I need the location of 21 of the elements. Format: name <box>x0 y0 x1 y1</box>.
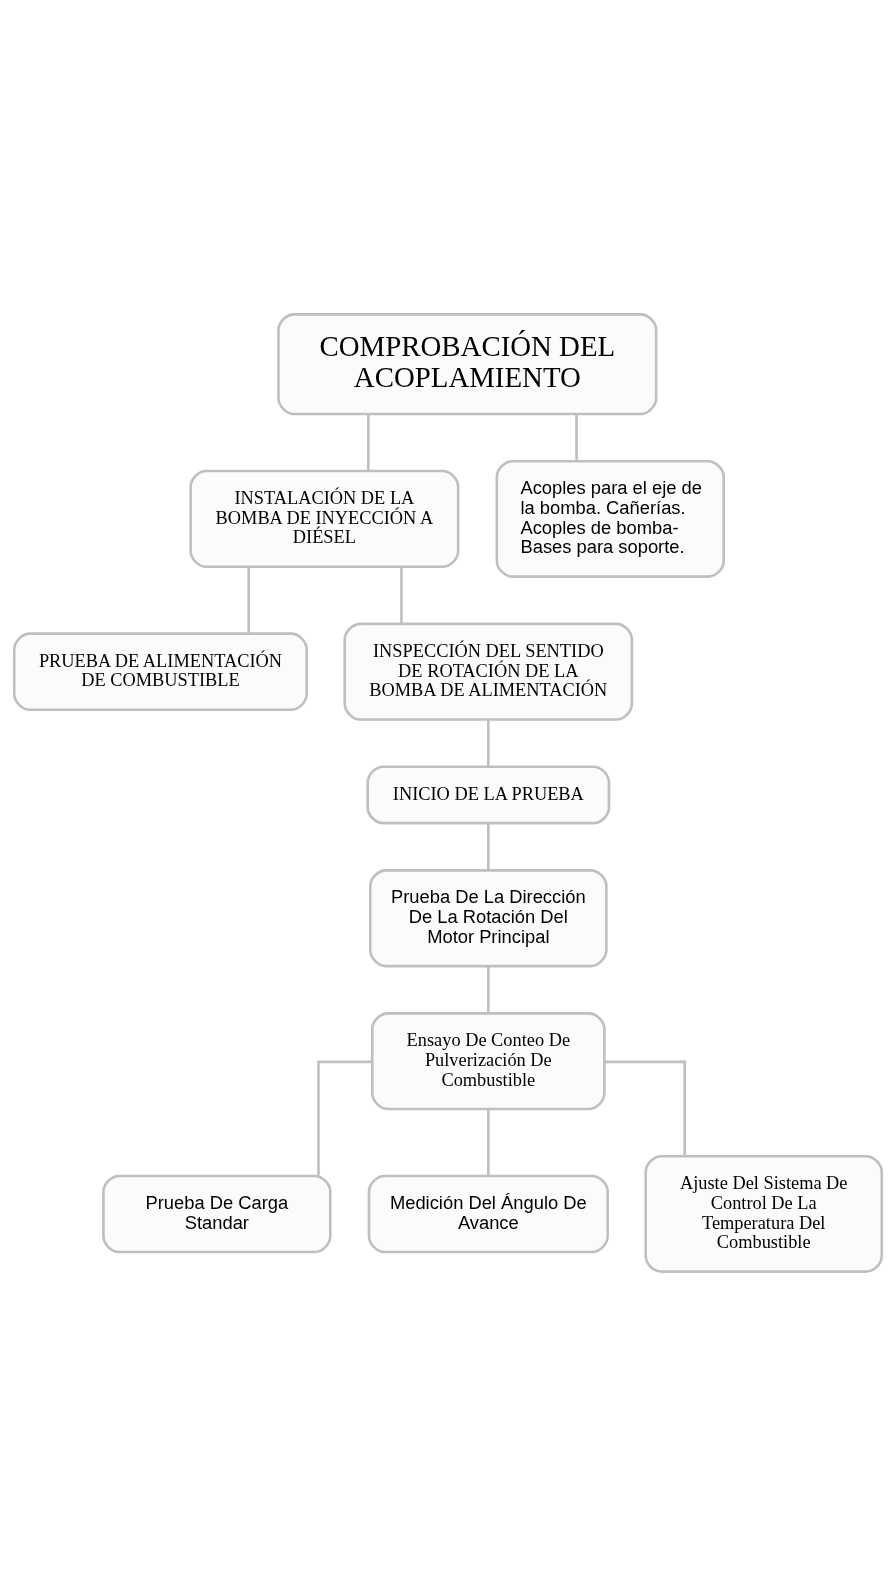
node-box: Ajuste Del Sistema De Control De La Temperatura Del Combustible <box>643 1154 883 1273</box>
connector <box>486 823 490 870</box>
node-box: Ensayo De Conteo De Pulverización De Combustible <box>370 1011 606 1110</box>
node-box: Acoples para el eje de la bomba. Cañerías. Acoples de bomba- Bases para soporte. <box>495 459 725 578</box>
node-box: Medición Del Ángulo De Avance <box>367 1174 609 1253</box>
connector <box>486 719 490 766</box>
connector <box>486 1108 490 1176</box>
node-box: INSPECCIÓN DEL SENTIDO DE ROTACIÓN DE LA BOMBA DE ALIMENTACIÓN <box>342 622 633 721</box>
connector <box>399 566 403 623</box>
node-box: Prueba De La Dirección De La Rotación Del Motor Principal <box>368 868 608 967</box>
node-box: INICIO DE LA PRUEBA <box>365 764 610 824</box>
connector <box>366 413 370 471</box>
connector <box>246 566 250 634</box>
node-box: Prueba De Carga Standar <box>101 1174 332 1253</box>
node-box: INSTALACIÓN DE LA BOMBA DE INYECCIÓN A DIÉSEL <box>188 469 459 568</box>
connector <box>486 965 490 1013</box>
connector <box>316 1060 372 1176</box>
node-box: COMPROBACIÓN DEL ACOPLAMIENTO <box>276 312 657 415</box>
connector <box>604 1060 686 1156</box>
node-box: PRUEBA DE ALIMENTACIÓN DE COMBUSTIBLE <box>12 631 308 711</box>
connector <box>574 413 578 461</box>
